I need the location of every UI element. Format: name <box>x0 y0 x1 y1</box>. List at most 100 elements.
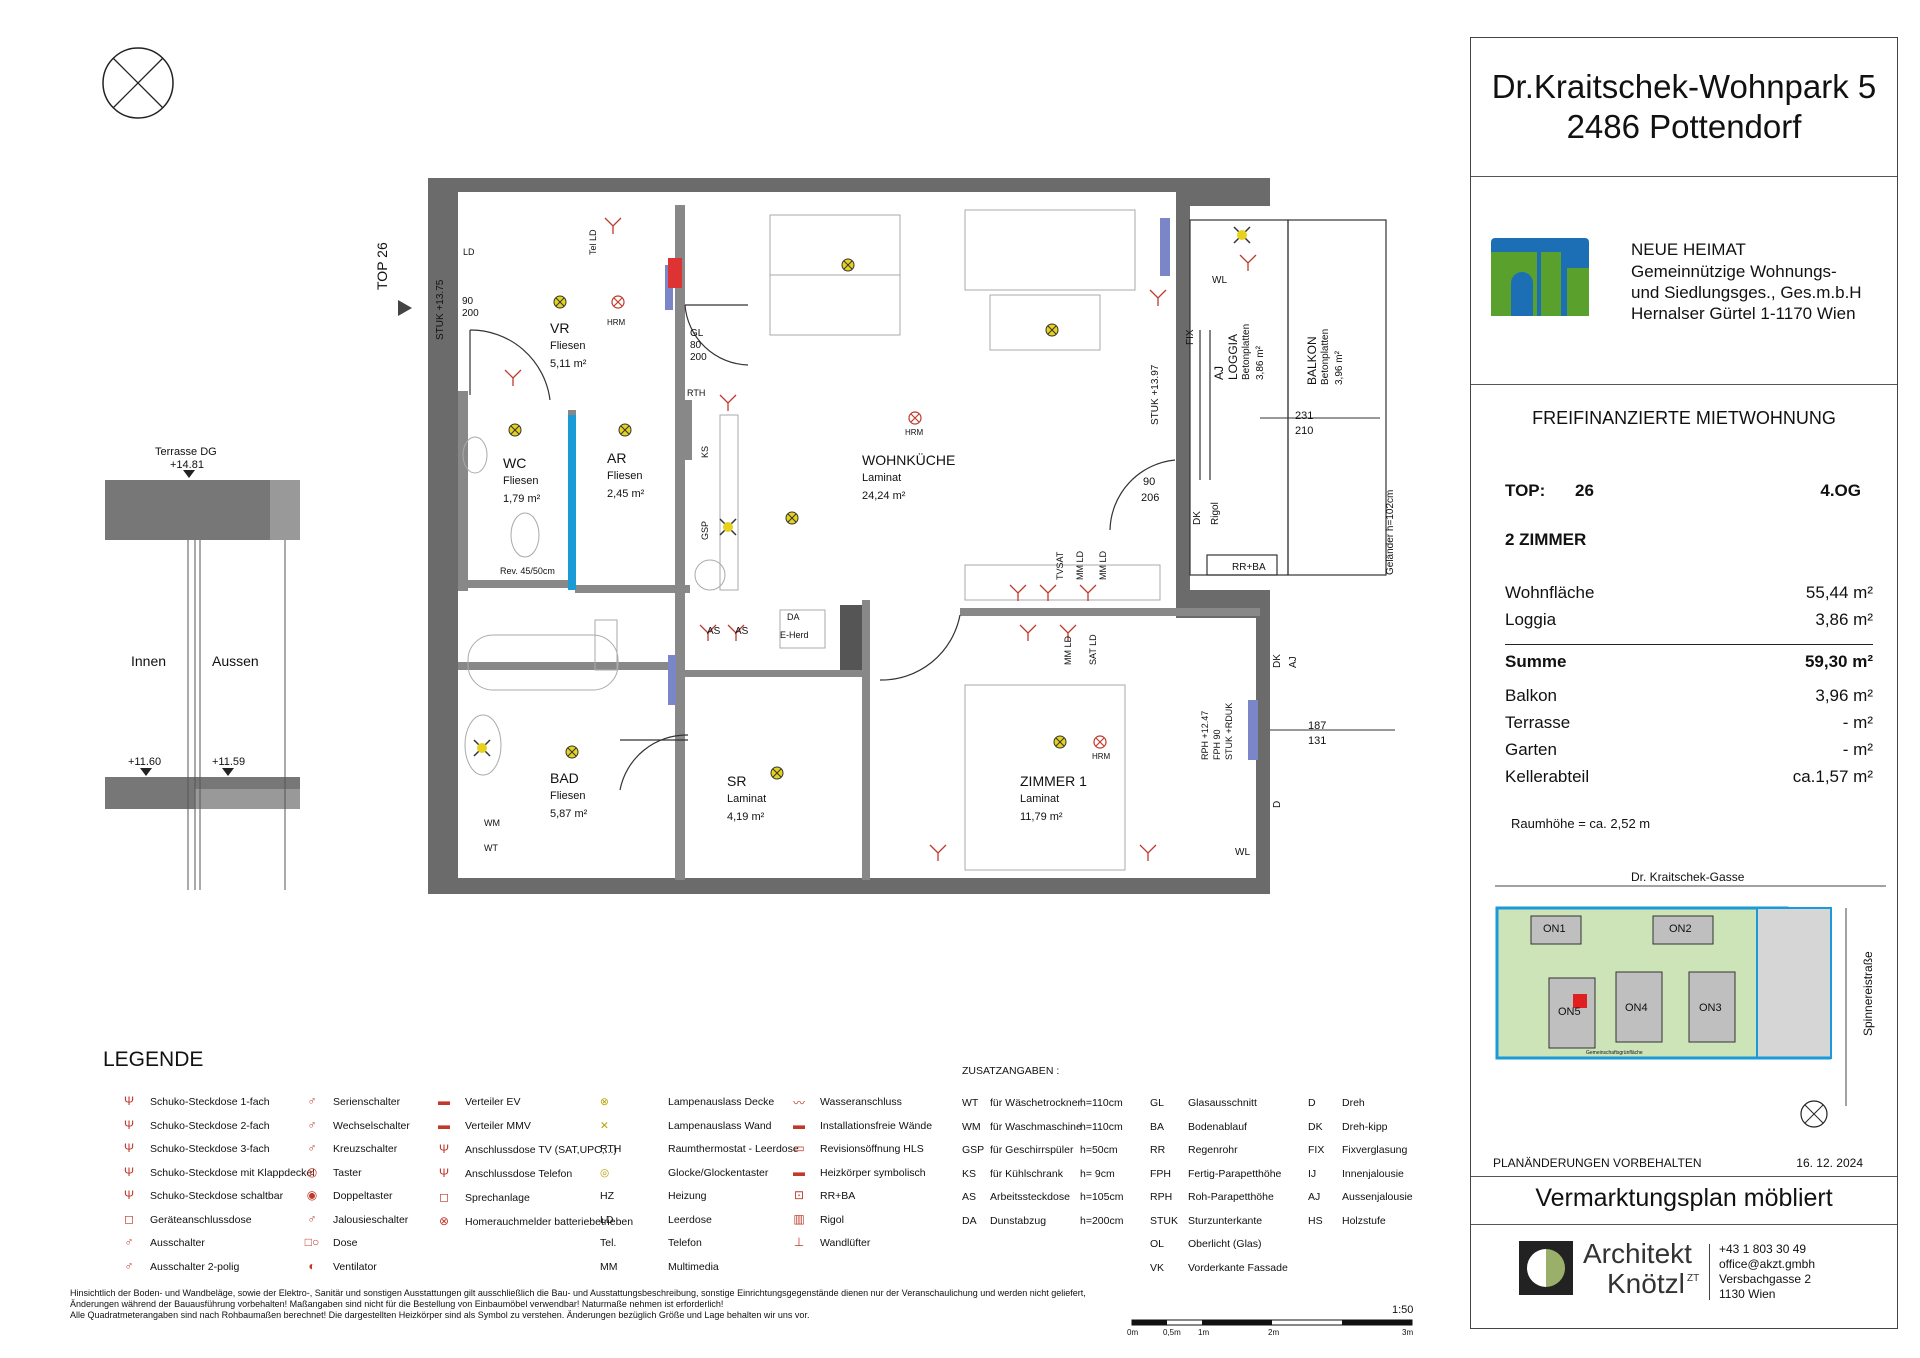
top-marker-icon <box>398 300 412 316</box>
stuk-label-2: STUK +13.97 <box>1150 364 1161 425</box>
as-label: AS <box>707 626 721 637</box>
stuk-label: STUK +13.75 <box>435 279 446 340</box>
abbr2-code: FIX <box>1308 1144 1325 1156</box>
legend-col5-item: RR+BA <box>820 1190 856 1202</box>
room-count: 2 ZIMMER <box>1505 530 1587 549</box>
zusatz-code: DA <box>962 1214 977 1227</box>
legend-col1-symbol-icon: ♂ <box>124 1258 134 1273</box>
balkon-area: 3,96 m² <box>1334 351 1345 385</box>
top-label-title: TOP: <box>1505 481 1546 500</box>
dim-131: 131 <box>1308 735 1327 747</box>
site-street-right: Spinnereistraße <box>1861 951 1875 1036</box>
project-name: Dr.Kraitschek-Wohnpark 5 <box>1491 68 1877 105</box>
site-building-on4: ON4 <box>1625 1002 1648 1014</box>
section-aussen-label: Aussen <box>212 653 259 669</box>
legend-col5-symbol-icon: ⊡ <box>793 1188 805 1202</box>
room-zimmer-floor: Laminat <box>1020 793 1060 805</box>
room-bad-floor: Fliesen <box>550 790 586 802</box>
legend-col3-symbol-icon: ◻ <box>439 1190 449 1204</box>
legend-col4-item: Leerdose <box>668 1213 712 1226</box>
walls <box>428 178 1270 894</box>
areas-label: Loggia <box>1505 610 1557 629</box>
tel-ld-label: Tel LD <box>588 229 598 255</box>
legend-col1-symbol-icon: ♂ <box>124 1235 134 1249</box>
room-vr-name: VR <box>550 320 570 336</box>
legend-col4-item: Raumthermostat - Leerdose <box>668 1143 799 1155</box>
zusatz-h: h=105cm <box>1080 1191 1124 1203</box>
abbr1-text: Fertig-Parapetthöhe <box>1188 1167 1282 1180</box>
extras-label: Garten <box>1505 740 1557 759</box>
areas-value: 3,86 m² <box>1815 610 1873 629</box>
fph-label: FPH 90 <box>1212 729 1222 760</box>
compass-small-icon <box>1800 1100 1828 1128</box>
rth-label: RTH <box>687 388 706 398</box>
scale-tick-1: 0,5m <box>1163 1328 1181 1337</box>
legend-col4-code: ⊗ <box>600 1096 609 1108</box>
legend-col5-symbol-icon: ⊥ <box>793 1235 805 1249</box>
room-kitchen-area: 24,24 m² <box>862 490 906 502</box>
site-building-on1: ON1 <box>1543 923 1566 935</box>
disclaimer-line-2: Änderungen während der Bauausführung vor… <box>70 1299 724 1309</box>
company-line1: Gemeinnützige Wohnungs- <box>1631 262 1837 281</box>
legend-col3-item: Sprechanlage <box>465 1192 530 1204</box>
legend-col4-code: HZ <box>600 1190 614 1202</box>
legend-col1-item: Geräteanschlussdose <box>150 1213 252 1226</box>
zusatz-text: für Waschmaschine <box>990 1120 1082 1133</box>
legend-col1-item: Ausschalter 2-polig <box>150 1260 240 1273</box>
da-label: DA <box>787 612 800 622</box>
zusatz-text: für Geschirrspüler <box>990 1144 1074 1156</box>
extras-row: Terrasse- m² <box>1505 713 1873 733</box>
site-street-top: Dr. Kraitschek-Gasse <box>1631 870 1745 884</box>
apartment-type: FREIFINANZIERTE MIETWOHNUNG <box>1532 408 1836 428</box>
section-level-top: +14.81 <box>170 459 204 471</box>
zusatz-h: h=110cm <box>1080 1097 1123 1109</box>
abbr1-code: BA <box>1150 1120 1165 1133</box>
wl-label: WL <box>1212 275 1227 286</box>
abbr1-code: VK <box>1150 1261 1165 1274</box>
abbr1-code: OL <box>1150 1238 1165 1250</box>
section-terrasse-label: Terrasse DG <box>155 446 217 458</box>
title-block: Dr.Kraitschek-Wohnpark 5 2486 Pottendorf… <box>1470 37 1898 1329</box>
legend-col2-item: Serienschalter <box>333 1096 401 1108</box>
architect-name-1: Architekt <box>1583 1238 1692 1269</box>
sum-label: Summe <box>1505 652 1567 671</box>
zusatz-code: WT <box>962 1097 979 1109</box>
room-sr-area: 4,19 m² <box>727 811 765 823</box>
legend-col2-symbol-icon: ◉ <box>306 1188 318 1202</box>
legend-col5-item: Rigol <box>820 1213 844 1226</box>
legend-col5-symbol-icon: 〰 <box>792 1096 805 1110</box>
room-bad-name: BAD <box>550 770 579 786</box>
stuk-rduk-label: STUK +RDUK <box>1224 702 1234 760</box>
room-height: Raumhöhe = ca. 2,52 m <box>1511 816 1651 831</box>
as-label-2: AS <box>735 626 749 637</box>
d-label: D <box>1272 800 1283 808</box>
fix-label: FIX <box>1185 329 1196 345</box>
contact-city: 1130 Wien <box>1719 1287 1776 1301</box>
dim-90: 90 <box>1143 476 1156 488</box>
legend-col2-symbol-icon: ♂ <box>307 1141 317 1155</box>
hrm-label-2: HRM <box>905 428 924 437</box>
balkon-label: BALKON Betonplatten 3,96 m² <box>1305 329 1347 385</box>
legend-col5-symbol-icon: ▬ <box>793 1117 805 1132</box>
legend-col3-item: Verteiler EV <box>465 1096 521 1108</box>
legend-col1-symbol-icon: Ψ <box>123 1117 135 1132</box>
dim-231: 231 <box>1295 410 1314 422</box>
room-vr-area: 5,11 m² <box>550 358 587 370</box>
loggia-area: 3,86 m² <box>1255 346 1266 380</box>
legend-col2-item: Wechselschalter <box>333 1119 410 1132</box>
door-dim-200: 200 <box>462 308 479 319</box>
loggia-floor: Betonplatten <box>1241 323 1252 380</box>
zusatz-h: h=200cm <box>1080 1214 1124 1227</box>
legend-col4-item: Telefon <box>668 1237 702 1249</box>
legend-col3-item: Anschlussdose TV (SAT,UPC,...) <box>465 1144 617 1156</box>
legend-col1-symbol-icon: ◻ <box>124 1211 134 1226</box>
legend-col2-item: Jalousieschalter <box>333 1213 409 1226</box>
legend-col3-symbol-icon: ⊗ <box>438 1214 450 1228</box>
section-detail <box>105 470 300 890</box>
company-name: NEUE HEIMAT <box>1631 240 1746 259</box>
legend-col3-symbol-icon: ▬ <box>438 1094 450 1108</box>
legend-col2-symbol-icon: ♂ <box>307 1117 317 1132</box>
legend-col1-item: Schuko-Steckdose 3-fach <box>150 1143 270 1155</box>
legend-col2-item: Doppeltaster <box>333 1190 393 1202</box>
aj-label-2: AJ <box>1288 656 1299 668</box>
